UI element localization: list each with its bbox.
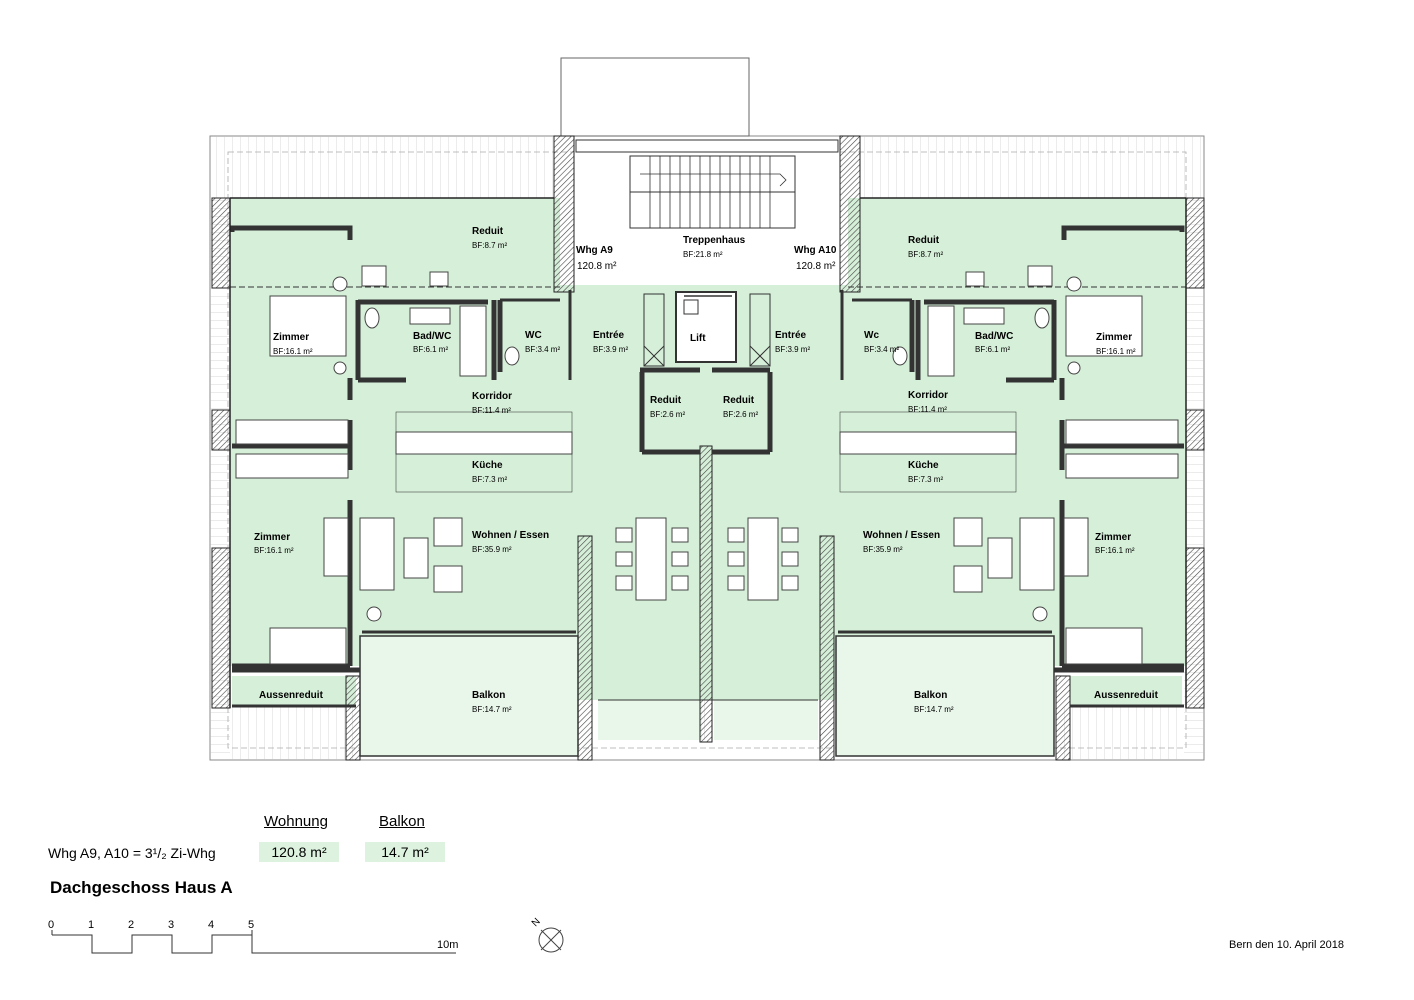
- scale-bar: [51, 930, 456, 954]
- room-area-zimmer-top-right: BF:16.1 m²: [1096, 347, 1136, 356]
- room-area-zimmer-top-left: BF:16.1 m²: [273, 347, 313, 356]
- room-area-reduit-small-left: BF:2.6 m²: [650, 410, 686, 419]
- room-area-reduit-left: BF:8.7 m²: [472, 241, 508, 250]
- apartment-a9-area: 120.8 m²: [577, 261, 617, 272]
- room-name-korridor-left: Korridor: [472, 391, 512, 402]
- room-name-zimmer-bottom-left: Zimmer: [254, 532, 291, 543]
- balcony-edges: [232, 630, 1184, 757]
- room-area-reduit-small-right: BF:2.6 m²: [723, 410, 759, 419]
- room-area-wc-left: BF:3.4 m²: [525, 345, 561, 354]
- roof-access: [560, 57, 750, 137]
- room-name-balkon-left: Balkon: [472, 690, 506, 701]
- room-name-aussenreduit-left: Aussenreduit: [259, 690, 323, 701]
- room-area-wohnen-left: BF:35.9 m²: [472, 545, 512, 554]
- partitions: [229, 225, 1186, 673]
- room-name-wc-right: Wc: [864, 330, 879, 341]
- room-name-kueche-left: Küche: [472, 460, 503, 471]
- lift-shaft: [643, 291, 771, 367]
- room-area-bad-right: BF:6.1 m²: [975, 345, 1011, 354]
- scale-tick-3: 3: [168, 919, 175, 931]
- room-area-zimmer-bottom-right: BF:16.1 m²: [1095, 546, 1135, 555]
- apartment-a9-label: Whg A9: [576, 245, 613, 256]
- room-area-reduit-right: BF:8.7 m²: [908, 250, 944, 259]
- room-area-bad-left: BF:6.1 m²: [413, 345, 449, 354]
- room-area-entree-right: BF:3.9 m²: [775, 345, 811, 354]
- room-name-treppenhaus: Treppenhaus: [683, 235, 746, 246]
- scale-tick-0: 0: [48, 919, 55, 931]
- room-name-bad-left: Bad/WC: [413, 331, 452, 342]
- room-area-wohnen-right: BF:35.9 m²: [863, 545, 903, 554]
- drawing-title: Dachgeschoss Haus A: [50, 878, 233, 897]
- legend-balkon-value: 14.7 m²: [365, 842, 445, 862]
- room-name-kueche-right: Küche: [908, 460, 939, 471]
- walls: [211, 135, 1205, 761]
- room-area-kueche-left: BF:7.3 m²: [472, 475, 508, 484]
- staircase: [574, 139, 840, 285]
- legend-row-label: Whg A9, A10 = 3¹/₂ Zi-Whg: [48, 845, 216, 861]
- legend-header-balkon: Balkon: [379, 813, 425, 830]
- scale-end-label: 10m: [437, 939, 459, 951]
- scale-tick-5: 5: [248, 919, 255, 931]
- fixtures: [235, 265, 1179, 665]
- legend-wohnung-value: 120.8 m²: [259, 842, 339, 862]
- room-name-wohnen-left: Wohnen / Essen: [472, 530, 550, 541]
- room-area-korridor-right: BF:11.4 m²: [908, 405, 947, 414]
- room-name-zimmer-top-right: Zimmer: [1096, 332, 1133, 343]
- room-area-kueche-right: BF:7.3 m²: [908, 475, 944, 484]
- apartment-a10-area: 120.8 m²: [796, 261, 836, 272]
- room-name-wc-left: WC: [525, 330, 542, 341]
- room-name-reduit-small-left: Reduit: [650, 395, 682, 406]
- room-name-aussenreduit-right: Aussenreduit: [1094, 690, 1158, 701]
- room-area-balkon-right: BF:14.7 m²: [914, 705, 954, 714]
- apartment-a10-label: Whg A10: [794, 245, 837, 256]
- room-name-bad-right: Bad/WC: [975, 331, 1014, 342]
- room-name-lift: Lift: [690, 333, 706, 344]
- room-area-wc-right: BF:3.4 m²: [864, 345, 900, 354]
- legend-header-wohnung: Wohnung: [264, 813, 328, 830]
- plan-date: Bern den 10. April 2018: [1229, 939, 1344, 951]
- room-area-entree-left: BF:3.9 m²: [593, 345, 629, 354]
- room-name-zimmer-top-left: Zimmer: [273, 332, 310, 343]
- room-name-reduit-right: Reduit: [908, 235, 940, 246]
- scale-tick-2: 2: [128, 919, 135, 931]
- room-name-balkon-right: Balkon: [914, 690, 948, 701]
- room-area-korridor-left: BF:11.4 m²: [472, 406, 511, 415]
- room-name-wohnen-right: Wohnen / Essen: [863, 530, 941, 541]
- room-name-korridor-right: Korridor: [908, 390, 948, 401]
- room-name-reduit-left: Reduit: [472, 226, 504, 237]
- room-name-reduit-small-right: Reduit: [723, 395, 755, 406]
- building-outline: [229, 197, 1187, 708]
- room-name-zimmer-bottom-right: Zimmer: [1095, 532, 1132, 543]
- room-name-entree-left: Entrée: [593, 330, 625, 341]
- north-arrow-icon: [538, 927, 564, 953]
- scale-tick-1: 1: [88, 919, 95, 931]
- room-area-zimmer-bottom-left: BF:16.1 m²: [254, 546, 294, 555]
- room-area-treppenhaus: BF:21.8 m²: [683, 250, 723, 259]
- scale-tick-4: 4: [208, 919, 215, 931]
- room-area-balkon-left: BF:14.7 m²: [472, 705, 512, 714]
- room-name-entree-right: Entrée: [775, 330, 807, 341]
